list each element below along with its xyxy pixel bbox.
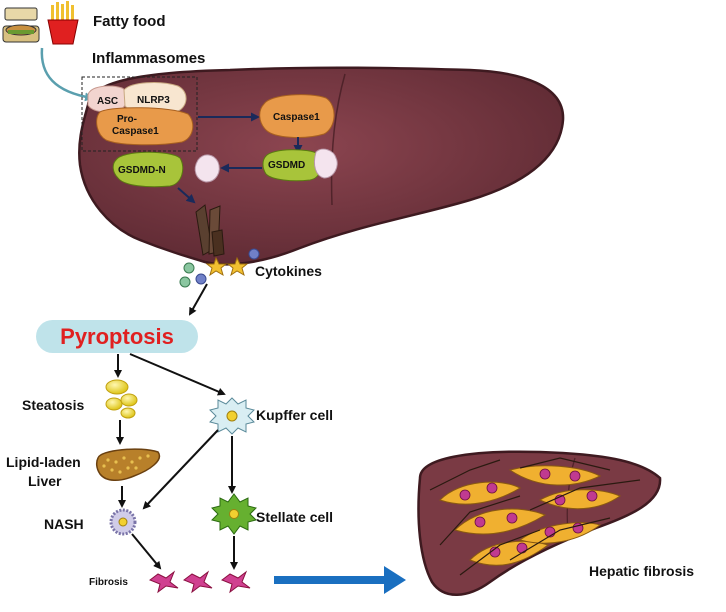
cytokines-icon (179, 248, 260, 288)
lipid-speckles (102, 454, 150, 474)
pro-caspase1-label-1: Pro- (117, 114, 137, 125)
caspase1-label: Caspase1 (273, 112, 320, 123)
cytokines-to-pyroptosis-arrow (189, 283, 208, 316)
pyroptosis-to-kupffer-arrow (129, 353, 226, 396)
asc-label: ASC (97, 96, 118, 107)
gsdmd-n-label: GSDMD-N (118, 165, 166, 176)
fibrosis-cells-icon (148, 570, 251, 594)
fat-droplets-icon (105, 379, 138, 419)
gsdmd-c-free-fragment (194, 154, 220, 183)
gsdmd-c-fragment (313, 148, 338, 179)
fatty-food-label: Fatty food (93, 13, 166, 30)
burger-box-icon (2, 7, 40, 43)
lipid-laden-label-1: Lipid-laden (6, 454, 81, 470)
gsdmd-n-shape (112, 151, 184, 188)
fries-icon (47, 1, 79, 45)
caspase1-shape (259, 94, 335, 138)
pyroptosis-label: Pyroptosis (60, 324, 174, 349)
lipid-laden-label-2: Liver (28, 473, 62, 489)
gsdmd-shape (262, 149, 322, 182)
kupffer-to-nash-arrow (142, 429, 219, 510)
inflammasome-box (81, 76, 198, 152)
cytokines-label: Cytokines (255, 263, 322, 279)
fibrosis-label: Fibrosis (89, 577, 128, 588)
progression-arrowhead (384, 566, 406, 594)
fibrotic-network (429, 457, 641, 576)
steatosis-label: Steatosis (22, 397, 84, 413)
pro-caspase1-label-2: Caspase1 (112, 126, 159, 137)
gsdmd-label: GSDMD (268, 160, 305, 171)
pro-caspase1-shape (96, 107, 194, 146)
liver-lobe-line (330, 73, 346, 206)
stellate-cell-label: Stellate cell (256, 509, 333, 525)
gsdmd-pore-icon (195, 204, 225, 257)
nlrp3-label: NLRP3 (137, 95, 170, 106)
hepatic-fibrosis-label: Hepatic fibrosis (589, 563, 694, 579)
kupffer-cell-label: Kupffer cell (256, 407, 333, 423)
food-to-inflammasome-arrow (40, 47, 94, 102)
to-pore-arrow (177, 187, 196, 204)
pyroptosis-pill (36, 320, 198, 353)
lipid-laden-liver-icon (95, 448, 161, 481)
nash-to-fibrosis-arrow (131, 533, 162, 570)
inflammasomes-label: Inflammasomes (92, 50, 205, 67)
nash-label: NASH (44, 516, 84, 532)
